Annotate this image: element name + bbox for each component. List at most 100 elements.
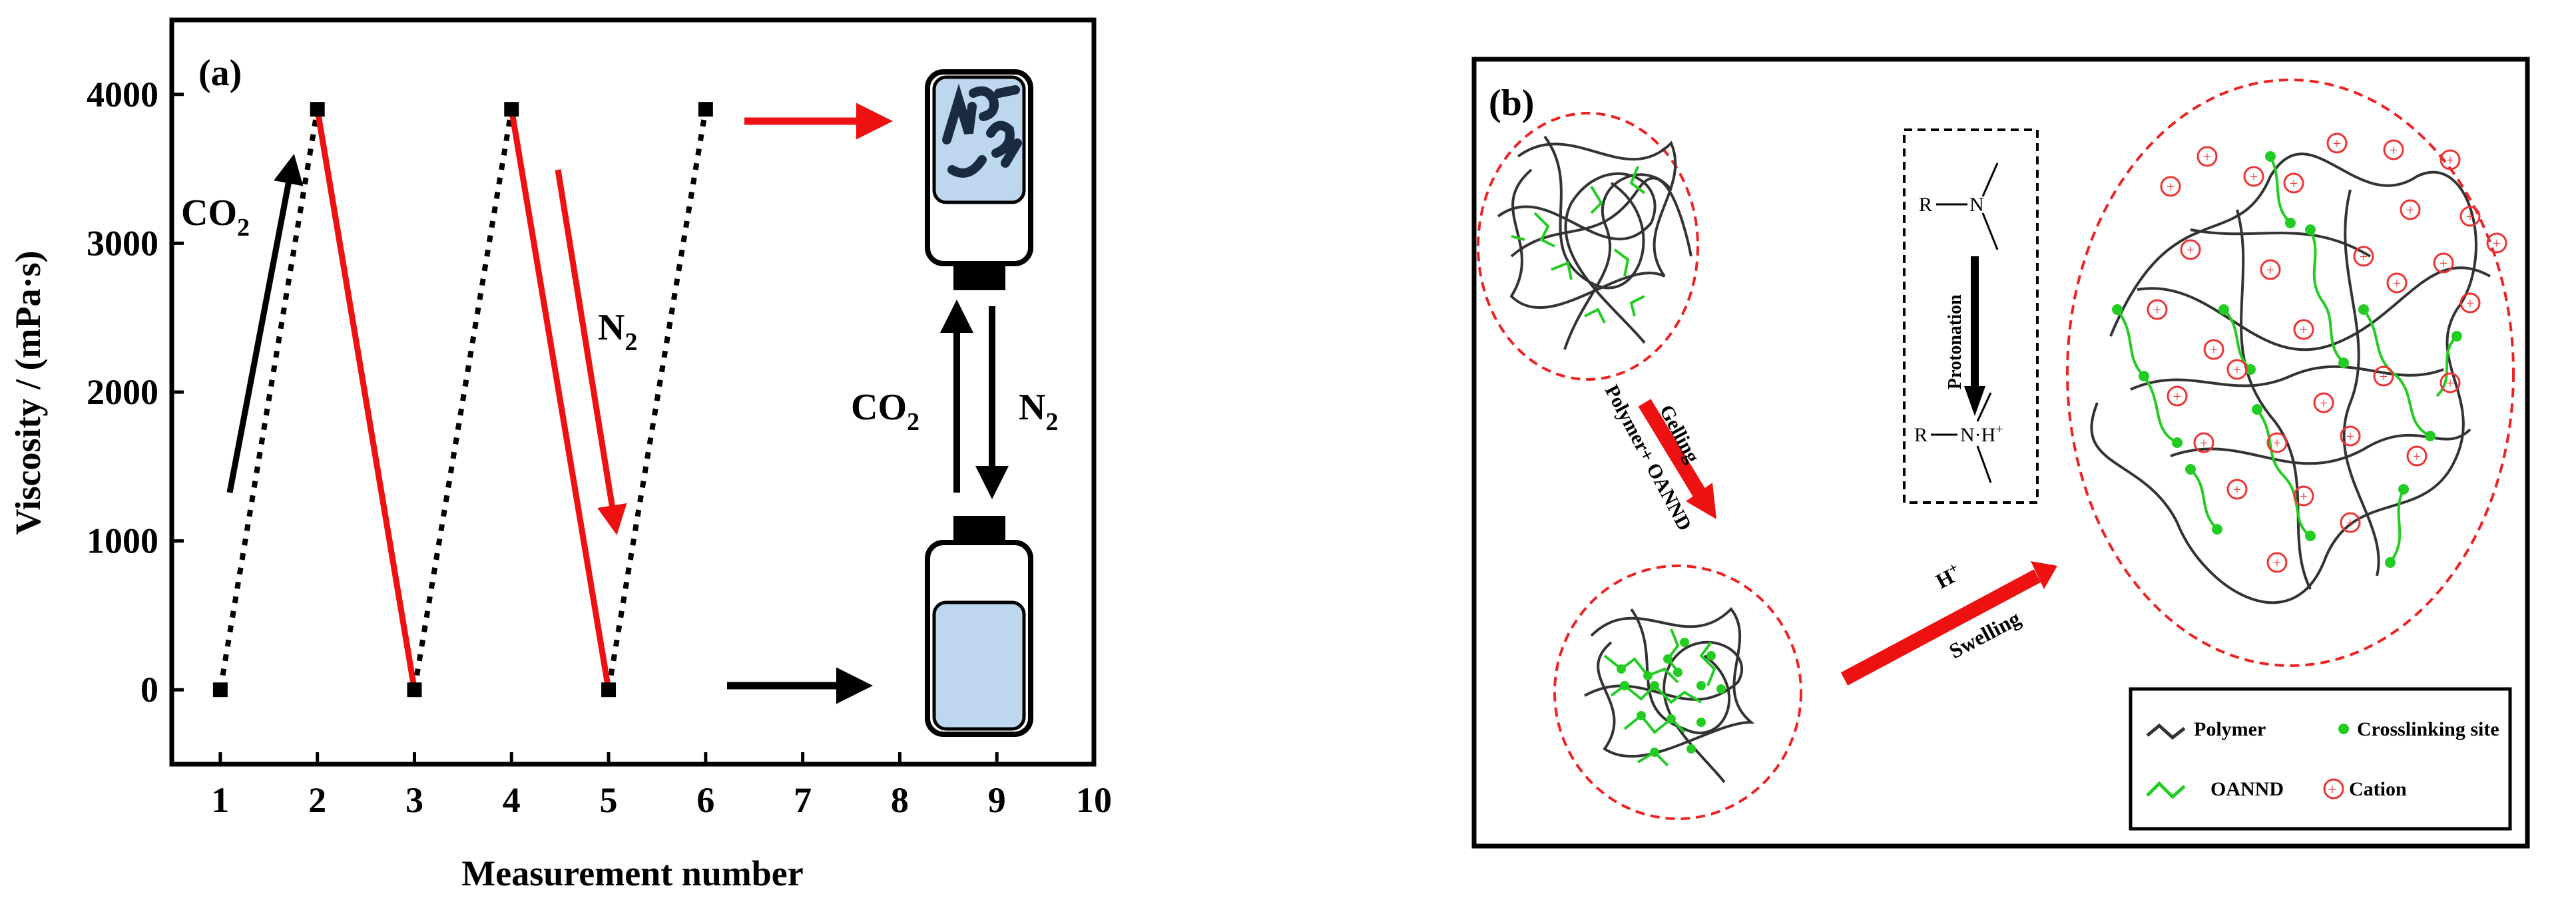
cation-marker: + bbox=[2386, 272, 2408, 294]
cation-marker: + bbox=[2266, 552, 2288, 573]
x-tick-label: 1 bbox=[211, 780, 229, 820]
panel-label-b: (b) bbox=[1489, 83, 1534, 124]
cation-marker: + bbox=[2160, 176, 2181, 197]
svg-text:+: + bbox=[2346, 515, 2354, 531]
svg-text:+: + bbox=[2187, 242, 2194, 258]
n2-down-arrow bbox=[555, 169, 627, 535]
panel-label-a: (a) bbox=[198, 53, 242, 94]
svg-text:+: + bbox=[2233, 361, 2241, 378]
cation-marker: + bbox=[2313, 392, 2334, 413]
cation-marker: + bbox=[2167, 385, 2188, 407]
y-tick-label: 4000 bbox=[87, 75, 158, 114]
cation-marker: + bbox=[2373, 365, 2394, 387]
cation-marker: + bbox=[2440, 372, 2461, 393]
cation-marker: + bbox=[2203, 339, 2224, 360]
svg-text:R: R bbox=[1914, 424, 1928, 446]
svg-text:+: + bbox=[2200, 435, 2208, 451]
co2-label: CO2 bbox=[181, 192, 250, 242]
x-tick-label: 2 bbox=[308, 780, 326, 820]
series-segment bbox=[411, 109, 515, 690]
polymer-gel-medium bbox=[1553, 564, 1802, 820]
data-point bbox=[310, 102, 325, 117]
data-point bbox=[601, 682, 617, 698]
cation-marker: + bbox=[2459, 292, 2481, 314]
cation-marker: + bbox=[2400, 199, 2421, 220]
svg-text:+: + bbox=[2153, 302, 2161, 318]
cation-marker: + bbox=[2283, 172, 2304, 194]
x-tick-label: 9 bbox=[988, 780, 1006, 820]
cation-marker: + bbox=[2193, 432, 2214, 453]
series-segment bbox=[508, 109, 612, 690]
y-tick-label: 0 bbox=[140, 670, 158, 710]
cation-marker: + bbox=[2340, 512, 2361, 533]
polymer-network-swollen: ++++++++++++++++++++++++++++++++ bbox=[2066, 79, 2515, 667]
svg-text:+: + bbox=[2203, 148, 2211, 165]
svg-text:+: + bbox=[2446, 375, 2454, 391]
series-segment bbox=[217, 109, 320, 690]
svg-text:+: + bbox=[2266, 262, 2274, 278]
data-point bbox=[504, 102, 519, 117]
cation-marker: + bbox=[2326, 132, 2348, 154]
svg-text:+: + bbox=[2233, 481, 2241, 498]
svg-text:+: + bbox=[2380, 368, 2388, 385]
cation-marker: + bbox=[2383, 139, 2404, 160]
data-point bbox=[698, 102, 713, 117]
y-tick-label: 2000 bbox=[87, 372, 158, 412]
x-tick-label: 4 bbox=[503, 780, 521, 820]
protonation-box: R N Protonation R N·H+ bbox=[1903, 128, 2039, 504]
co2-up-arrow bbox=[226, 154, 304, 493]
series-segments bbox=[217, 109, 708, 690]
gel-vial bbox=[925, 69, 1033, 290]
cation-marker: + bbox=[2260, 259, 2281, 280]
series-points bbox=[212, 102, 713, 698]
svg-text:+: + bbox=[2210, 341, 2218, 358]
panel-b-diagram: (b) Polymer+ OANND Gelling bbox=[1471, 57, 2530, 849]
cation-marker: + bbox=[2147, 299, 2168, 320]
svg-text:+: + bbox=[2440, 255, 2447, 272]
cation-marker: + bbox=[2226, 359, 2248, 380]
svg-text:+: + bbox=[2320, 395, 2328, 411]
gelling-arrow bbox=[1638, 399, 1716, 519]
svg-text:+: + bbox=[2300, 322, 2308, 338]
legend-oannd: OANND bbox=[2210, 778, 2284, 800]
y-axis-label: Viscosity / (mPa·s) bbox=[8, 251, 48, 535]
x-tick-label: 3 bbox=[405, 780, 423, 820]
cation-marker: + bbox=[2433, 252, 2454, 274]
cation-marker: + bbox=[2180, 239, 2201, 260]
cation-marker: + bbox=[2340, 425, 2361, 447]
cation-marker: + bbox=[2226, 479, 2248, 500]
x-tick-label: 10 bbox=[1076, 780, 1112, 820]
swelling-h-label: H+ bbox=[1931, 559, 1965, 593]
svg-text:+: + bbox=[2328, 782, 2337, 799]
cation-marker: + bbox=[2243, 166, 2264, 187]
protonation-label: Protonation bbox=[1945, 294, 1965, 389]
svg-text:+: + bbox=[2300, 488, 2308, 505]
svg-text:+: + bbox=[2493, 235, 2501, 252]
cations: ++++++++++++++++++++++++++++++++ bbox=[2147, 132, 2507, 573]
svg-text:+: + bbox=[2333, 135, 2341, 152]
legend-crosslink: Crosslinking site bbox=[2357, 718, 2499, 740]
vial-n2-label: N2 bbox=[1019, 387, 1058, 436]
svg-text:+: + bbox=[2390, 142, 2398, 158]
svg-text:+: + bbox=[2273, 555, 2281, 571]
vial-co2-label: CO2 bbox=[851, 387, 919, 436]
svg-text:R: R bbox=[1919, 194, 1932, 216]
cation-marker: + bbox=[2459, 206, 2481, 227]
y-tick-label: 1000 bbox=[87, 521, 158, 561]
y-tick-label: 3000 bbox=[87, 223, 158, 263]
svg-text:+: + bbox=[2360, 248, 2368, 265]
polymer-network-small bbox=[1477, 112, 1699, 381]
svg-text:+: + bbox=[2466, 295, 2474, 312]
panel-b-frame bbox=[1471, 57, 2530, 849]
svg-text:+: + bbox=[2273, 435, 2281, 451]
data-point bbox=[407, 682, 422, 698]
cation-marker: + bbox=[2266, 432, 2288, 453]
cation-marker: + bbox=[2353, 246, 2374, 267]
n2-label: N2 bbox=[598, 307, 637, 356]
legend-cation: Cation bbox=[2349, 778, 2407, 800]
cation-marker: + bbox=[2293, 485, 2314, 507]
svg-text:+: + bbox=[2250, 168, 2258, 185]
svg-text:+: + bbox=[2406, 202, 2414, 218]
